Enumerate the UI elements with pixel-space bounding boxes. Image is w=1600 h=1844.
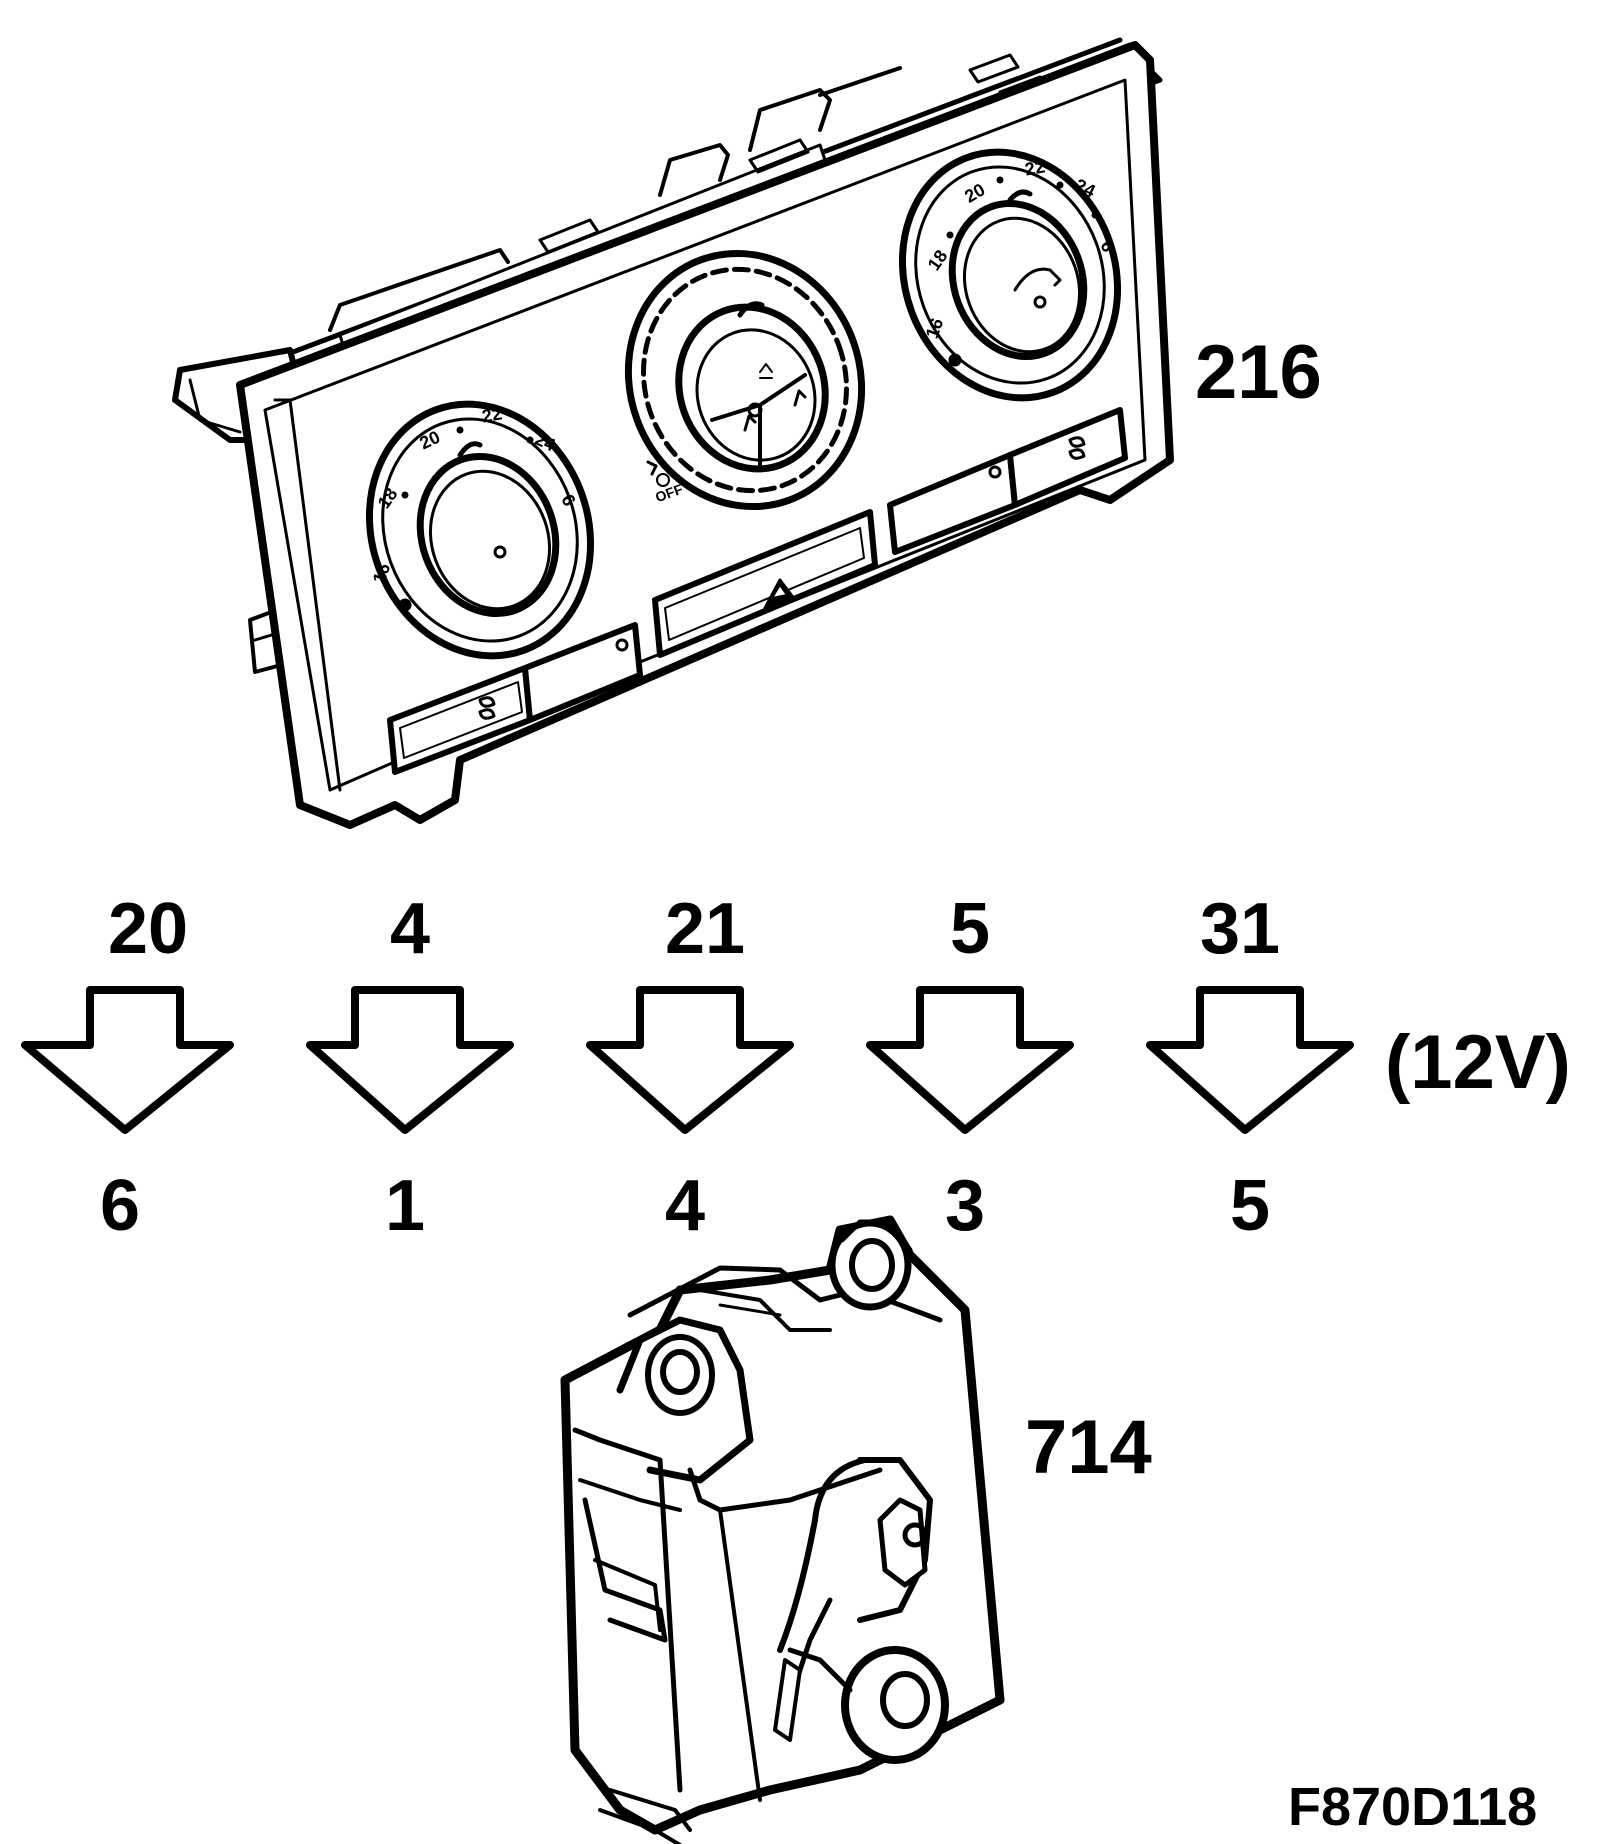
signal-arrows bbox=[21, 986, 1354, 1134]
left-dial-22: 22 bbox=[480, 403, 504, 427]
actuator-pin-2: 1 bbox=[384, 1166, 426, 1246]
figure-id: F870D118 bbox=[1288, 1777, 1538, 1837]
actuator-motor bbox=[560, 1215, 1005, 1844]
actuator-pin-4: 3 bbox=[944, 1166, 986, 1246]
left-temperature-dial[interactable] bbox=[335, 373, 626, 687]
climate-control-panel bbox=[172, 37, 1174, 829]
arrow-3 bbox=[586, 986, 794, 1134]
panel-pin-5: 31 bbox=[1199, 889, 1281, 969]
panel-pin-3: 21 bbox=[664, 889, 746, 969]
arrow-4 bbox=[866, 986, 1074, 1134]
right-seat-heat-button[interactable] bbox=[1007, 407, 1128, 508]
panel-pin-2: 4 bbox=[389, 889, 431, 969]
control-panel-label: 216 bbox=[1195, 330, 1322, 415]
right-dial-22: 22 bbox=[1023, 156, 1047, 180]
voltage-label: (12V) bbox=[1385, 1020, 1571, 1105]
fan-speed-dial[interactable] bbox=[593, 220, 897, 539]
arrow-1 bbox=[21, 986, 234, 1134]
actuator-pin-1: 6 bbox=[99, 1166, 141, 1246]
actuator-label: 714 bbox=[1025, 1405, 1152, 1490]
left-mode-button[interactable] bbox=[522, 622, 643, 723]
panel-pin-4: 5 bbox=[949, 889, 991, 969]
actuator-pin-5: 5 bbox=[1229, 1166, 1271, 1246]
actuator-pin-3: 4 bbox=[664, 1166, 706, 1246]
hazard-button[interactable] bbox=[652, 509, 878, 658]
right-temperature-dial[interactable] bbox=[869, 122, 1152, 429]
arrow-5 bbox=[1146, 986, 1354, 1134]
panel-pin-1: 20 bbox=[107, 889, 189, 969]
arrow-2 bbox=[306, 986, 514, 1134]
